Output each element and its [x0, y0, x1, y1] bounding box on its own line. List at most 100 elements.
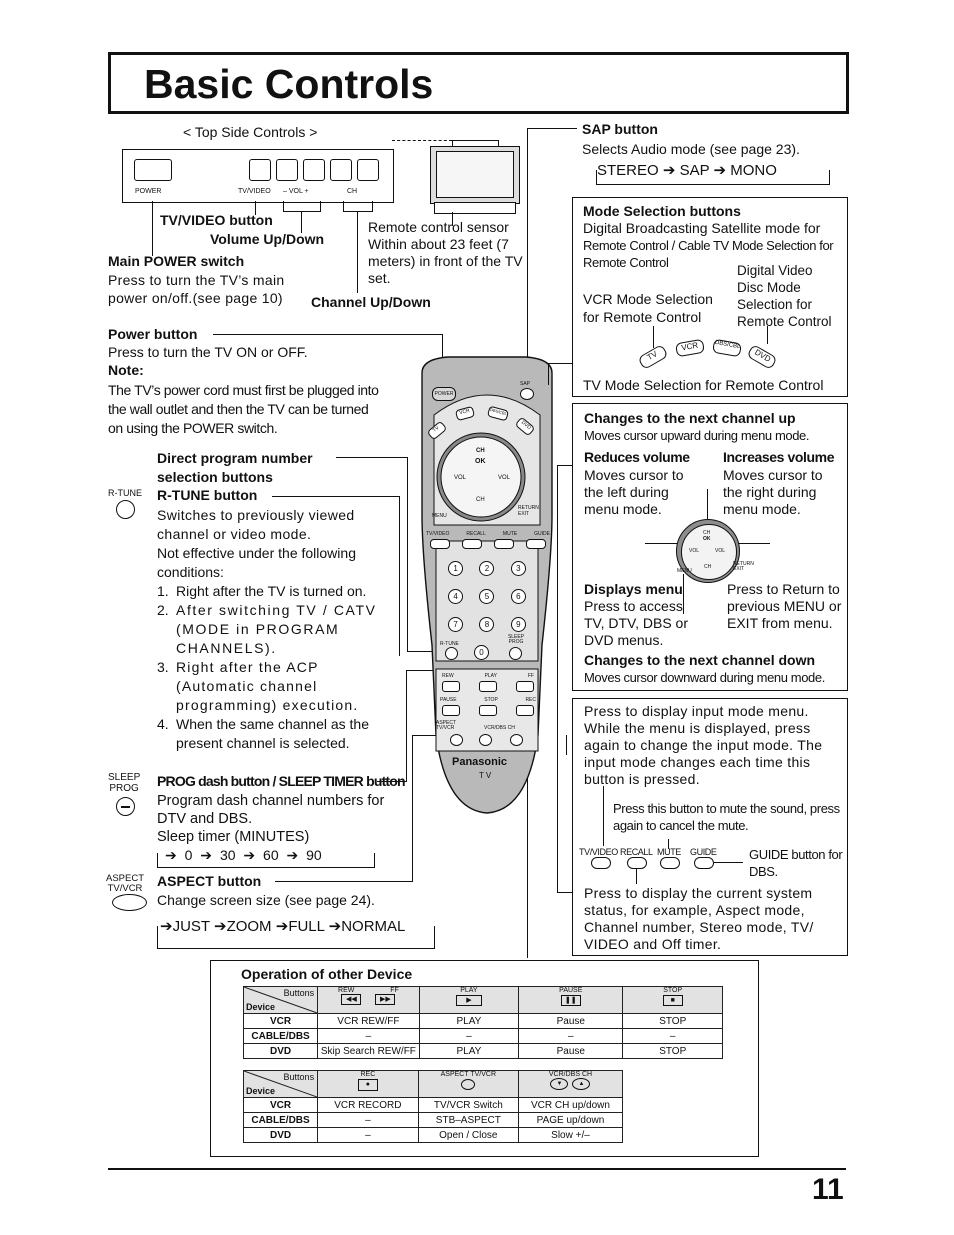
nav-vol-down[interactable]: VOL [689, 548, 700, 554]
pause-icon: ❚❚ [560, 995, 581, 1006]
top-vol-down-button[interactable] [276, 159, 298, 181]
connector [566, 735, 568, 755]
top-side-panel: POWER TV/VIDEO – VOL + CH [122, 149, 394, 203]
digit-button[interactable]: 3 [510, 561, 526, 576]
main-power-switch[interactable] [134, 159, 172, 181]
digit-button[interactable]: 0 [474, 645, 489, 660]
tvvideo-label: TV/VIDEO [238, 188, 271, 195]
remote-power-button[interactable]: POWER [432, 387, 456, 401]
mode-selection-box: Mode Selection buttons Digital Broadcast… [572, 197, 848, 397]
mute-button[interactable] [660, 857, 680, 869]
sap-flow: STEREO ➔ SAP ➔ MONO [597, 162, 777, 179]
rtune-text1: Switches to previously viewed channel or… [157, 507, 355, 542]
label-tvvideo: TV/VIDEO [579, 847, 618, 857]
return-text: Press to Return to previous MENU or EXIT… [727, 581, 842, 631]
remote-ok-button[interactable]: OK [475, 458, 486, 465]
sap-text: Selects Audio mode (see page 23). [582, 141, 800, 157]
remote-vcrch-down-button[interactable] [479, 734, 492, 746]
power-text: Press to turn the TV ON or OFF. [108, 344, 308, 360]
remote-vcrch-up-button[interactable] [510, 734, 523, 746]
remote-sap-button[interactable] [520, 388, 534, 400]
navigation-box: Changes to the next channel up Moves cur… [572, 403, 848, 691]
nav-ch-up[interactable]: CH [703, 530, 711, 536]
nav-ch-down[interactable]: CH [704, 564, 712, 570]
ch-label: CH [347, 188, 358, 195]
top-ch-up-button[interactable] [357, 159, 379, 181]
digit-button[interactable]: 2 [479, 561, 495, 576]
sleep-flow: ➔ 0 ➔ 30 ➔ 60 ➔ 90 [165, 847, 322, 863]
label-guide: GUIDE [690, 847, 717, 857]
rew-icon: ◀◀ [341, 994, 362, 1005]
remote-aspect-button[interactable] [450, 734, 463, 746]
top-ch-down-button[interactable] [330, 159, 352, 181]
connector [407, 651, 441, 653]
remote-control: POWER SAP TV VCR DBS/CBL DVD CH OK VOL V… [418, 355, 556, 815]
mode-selection-title: Mode Selection buttons [583, 203, 741, 219]
connector [407, 457, 409, 651]
connector [399, 496, 401, 656]
nav-ok[interactable]: OK [703, 536, 711, 542]
remote-stop-button[interactable] [479, 705, 497, 716]
increase-text: Moves cursor to the right during menu mo… [723, 467, 823, 517]
rtune-title: R-TUNE button [157, 487, 258, 503]
connector [767, 326, 769, 344]
remote-mute-button[interactable] [494, 539, 514, 549]
remote-menu-button[interactable]: MENU [432, 513, 447, 519]
digit-button[interactable]: 7 [448, 617, 464, 632]
guide-button[interactable] [694, 857, 714, 869]
mode-dvd-button[interactable]: DVD [746, 343, 778, 371]
sap-title: SAP button [582, 121, 658, 137]
menu-text: Press to access TV, DTV, DBS or DVD menu… [584, 598, 689, 648]
remote-vol-up[interactable]: VOL [498, 475, 511, 481]
digit-button[interactable]: 8 [479, 617, 495, 632]
remote-rew-button[interactable] [442, 681, 460, 692]
digit-button[interactable]: 5 [479, 589, 495, 604]
mode-vcr-button[interactable]: VCR [674, 338, 706, 358]
digit-button[interactable]: 1 [448, 561, 464, 576]
recall-button[interactable] [627, 857, 647, 869]
digit-button[interactable]: 9 [510, 617, 526, 632]
ch-up-title: Changes to the next channel up [584, 410, 796, 426]
play-icon: ▶ [455, 995, 482, 1006]
ff-icon: ▶▶ [375, 994, 396, 1005]
direct-program-title: Direct program number selection buttons [157, 450, 313, 485]
guide-text: GUIDE button for DBS. [749, 847, 843, 879]
sleep-icon [116, 797, 135, 816]
nav-menu-label[interactable]: MENU [677, 568, 692, 574]
remote-vol-down[interactable]: VOL [454, 475, 467, 481]
mode-dbscbl-button[interactable]: DBS/CBL [711, 338, 743, 358]
remote-pause-button[interactable] [442, 705, 460, 716]
remote-tvvideo-button[interactable] [430, 539, 450, 549]
top-side-caption: < Top Side Controls > [183, 124, 318, 140]
connector [636, 868, 637, 884]
other-device-title: Operation of other Device [241, 966, 413, 982]
tv-text: TV Mode Selection for Remote Control [583, 377, 824, 393]
rtune-item: 3.Right after the ACP (Automatic channel… [157, 659, 359, 713]
remote-rtune-button[interactable] [445, 647, 458, 660]
ch-down-title: Changes to the next channel down [584, 652, 816, 668]
note-text: The TV’s power cord must first be plugge… [108, 382, 379, 436]
remote-sleep-button[interactable] [509, 647, 522, 660]
tvvideo-button[interactable] [591, 857, 611, 869]
rtune-text2: Not effective under the following condit… [157, 545, 356, 580]
header-rec: REC● [317, 1070, 419, 1098]
page-number: 11 [812, 1173, 844, 1206]
remote-ff-button[interactable] [516, 681, 534, 692]
remote-recall-button[interactable] [462, 539, 482, 549]
top-tvvideo-button[interactable] [249, 159, 271, 181]
remote-rec-button[interactable] [516, 705, 534, 716]
nav-return-label[interactable]: RETURN EXIT [733, 561, 754, 572]
digit-button[interactable]: 6 [510, 589, 526, 604]
remote-sap-label: SAP [520, 381, 531, 387]
remote-guide-button[interactable] [526, 539, 546, 549]
digit-button[interactable]: 4 [448, 589, 464, 604]
dvd-text: Digital Video Disc Mode Selection for Re… [737, 263, 832, 329]
top-vol-up-button[interactable] [303, 159, 325, 181]
remote-play-button[interactable] [479, 681, 497, 692]
up-icon: ▲ [572, 1078, 591, 1090]
remote-ch-up[interactable]: CH [476, 448, 485, 454]
nav-vol-up[interactable]: VOL [715, 548, 726, 554]
remote-ch-down[interactable]: CH [476, 497, 485, 503]
remote-return-button[interactable]: RETURN EXIT [518, 505, 539, 517]
